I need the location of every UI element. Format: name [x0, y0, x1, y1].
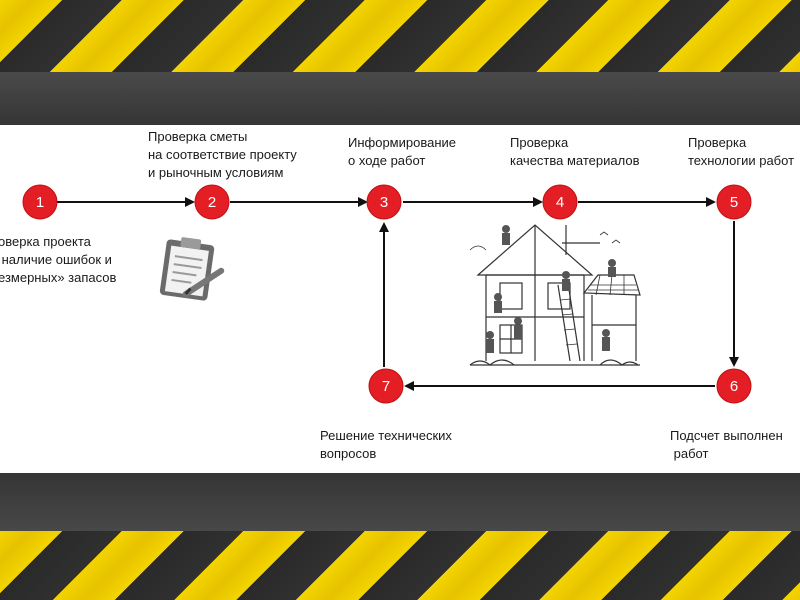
step-label-4: Проверка качества материалов	[510, 135, 640, 168]
step-circles: 1 2 3 4 5 6 7	[22, 184, 752, 404]
step-circle-3: 3	[366, 184, 402, 220]
process-flow-diagram: 1 2 3 4 5 6 7	[22, 184, 752, 404]
clipboard-icon	[159, 237, 225, 301]
step-circle-4: 4	[542, 184, 578, 220]
metal-band	[0, 72, 800, 125]
hazard-stripe-footer	[0, 473, 800, 600]
step-number-6: 6	[730, 378, 738, 395]
yellow-black-stripes	[0, 0, 800, 72]
step-label-7: Решение технических вопросов	[320, 428, 452, 461]
step-number-2: 2	[208, 194, 216, 211]
step-number-4: 4	[556, 194, 564, 211]
house-construction-illustration	[469, 224, 641, 366]
step-circle-1: 1	[22, 184, 58, 220]
step-label-2: Проверка сметы на соответствие проекту и…	[148, 129, 297, 180]
step-circle-5: 5	[716, 184, 752, 220]
step-label-6: Подсчет выполнен работ	[670, 428, 783, 461]
step-number-3: 3	[380, 194, 388, 211]
step-label-5: Проверка технологии работ	[688, 135, 795, 168]
metal-band	[0, 473, 800, 531]
step-number-5: 5	[730, 194, 738, 211]
yellow-black-stripes	[0, 531, 800, 600]
step-circle-7: 7	[368, 368, 404, 404]
hazard-stripe-header	[0, 0, 800, 125]
step-circle-6: 6	[716, 368, 752, 404]
step-number-1: 1	[36, 194, 44, 211]
step-label-1: оверка проекта наличие ошибок и езмерных…	[0, 234, 117, 285]
process-panel: 1 2 3 4 5 6 7 оверка проекта наличие оши…	[0, 125, 800, 473]
step-label-3: Информирование о ходе работ	[348, 135, 456, 168]
step-number-7: 7	[382, 378, 390, 395]
step-circle-2: 2	[194, 184, 230, 220]
